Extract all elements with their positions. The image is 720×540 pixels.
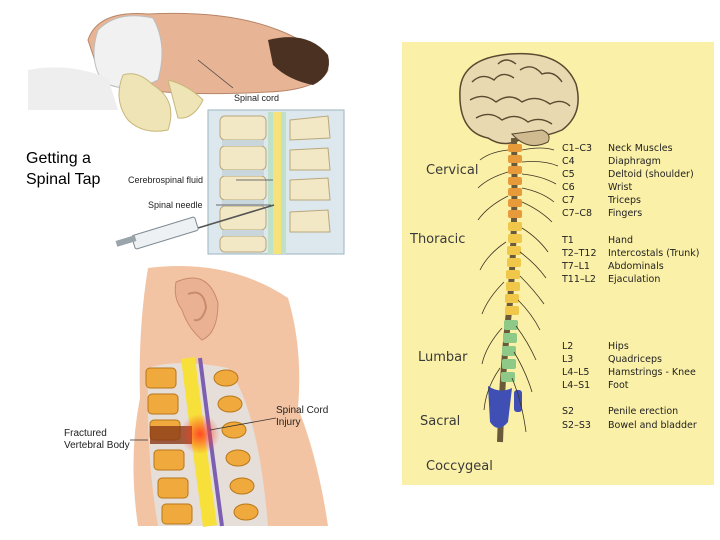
function-label: Diaphragm bbox=[608, 156, 661, 167]
fractured-label-line1: Fractured bbox=[64, 428, 107, 439]
function-label: Intercostals (Trunk) bbox=[608, 248, 700, 259]
level-code: C4 bbox=[562, 156, 575, 167]
level-code: T7–L1 bbox=[562, 261, 590, 272]
region-label: Lumbar bbox=[418, 350, 468, 365]
function-label: Deltoid (shoulder) bbox=[608, 169, 694, 180]
level-code: C5 bbox=[562, 169, 575, 180]
brain-spine-drawing bbox=[459, 52, 579, 443]
spinal-tap-illustration bbox=[28, 0, 348, 255]
function-label: Penile erection bbox=[608, 406, 679, 417]
function-label: Fingers bbox=[608, 208, 643, 219]
function-label: Hand bbox=[608, 235, 634, 246]
region-label: Coccygeal bbox=[426, 459, 493, 474]
function-label: Triceps bbox=[608, 195, 641, 206]
level-code: S2 bbox=[562, 406, 575, 417]
function-label: Hips bbox=[608, 341, 629, 352]
level-code: L4–L5 bbox=[562, 367, 590, 378]
neck-injury-illustration bbox=[130, 266, 328, 527]
level-code: L2 bbox=[562, 341, 574, 352]
injury-label-line1: Spinal Cord bbox=[276, 405, 329, 416]
function-label: Bowel and bladder bbox=[608, 420, 697, 431]
level-code: C7 bbox=[562, 195, 575, 206]
level-code: L3 bbox=[562, 354, 574, 365]
spinal-needle-label: Spinal needle bbox=[148, 200, 203, 210]
fractured-label-line2: Vertebral Body bbox=[64, 440, 130, 451]
level-code: T2–T12 bbox=[562, 248, 597, 259]
spinal-cord-label: Spinal cord bbox=[234, 93, 280, 103]
injury-label-line2: Injury bbox=[276, 417, 301, 428]
function-label: Quadriceps bbox=[608, 354, 662, 365]
nerve-chart-panel: Cervical Thoracic Lumbar Sacral Coccygea… bbox=[402, 42, 714, 485]
level-code: S2–S3 bbox=[562, 420, 591, 431]
csf-label: Cerebrospinal fluid bbox=[128, 175, 204, 185]
level-code: T11–L2 bbox=[562, 274, 596, 285]
function-label: Hamstrings - Knee bbox=[608, 367, 696, 378]
spinal-cord-injury-label: Spinal Cord Injury bbox=[276, 405, 328, 429]
slide-title: Getting a Spinal Tap bbox=[26, 150, 101, 188]
level-code: C6 bbox=[562, 182, 575, 193]
region-label: Sacral bbox=[420, 414, 461, 429]
fractured-vertebral-label: Fractured Vertebral Body bbox=[64, 428, 130, 452]
level-code: T1 bbox=[562, 235, 574, 246]
function-label: Ejaculation bbox=[608, 274, 661, 285]
region-label: Thoracic bbox=[410, 232, 466, 247]
region-label: Cervical bbox=[426, 163, 479, 178]
function-label: Foot bbox=[608, 380, 629, 391]
level-code: L4–S1 bbox=[562, 380, 591, 391]
level-code: C1–C3 bbox=[562, 143, 593, 154]
function-label: Neck Muscles bbox=[608, 143, 673, 154]
function-label: Wrist bbox=[608, 182, 633, 193]
function-label: Abdominals bbox=[608, 261, 664, 272]
level-code: C7–C8 bbox=[562, 208, 593, 219]
